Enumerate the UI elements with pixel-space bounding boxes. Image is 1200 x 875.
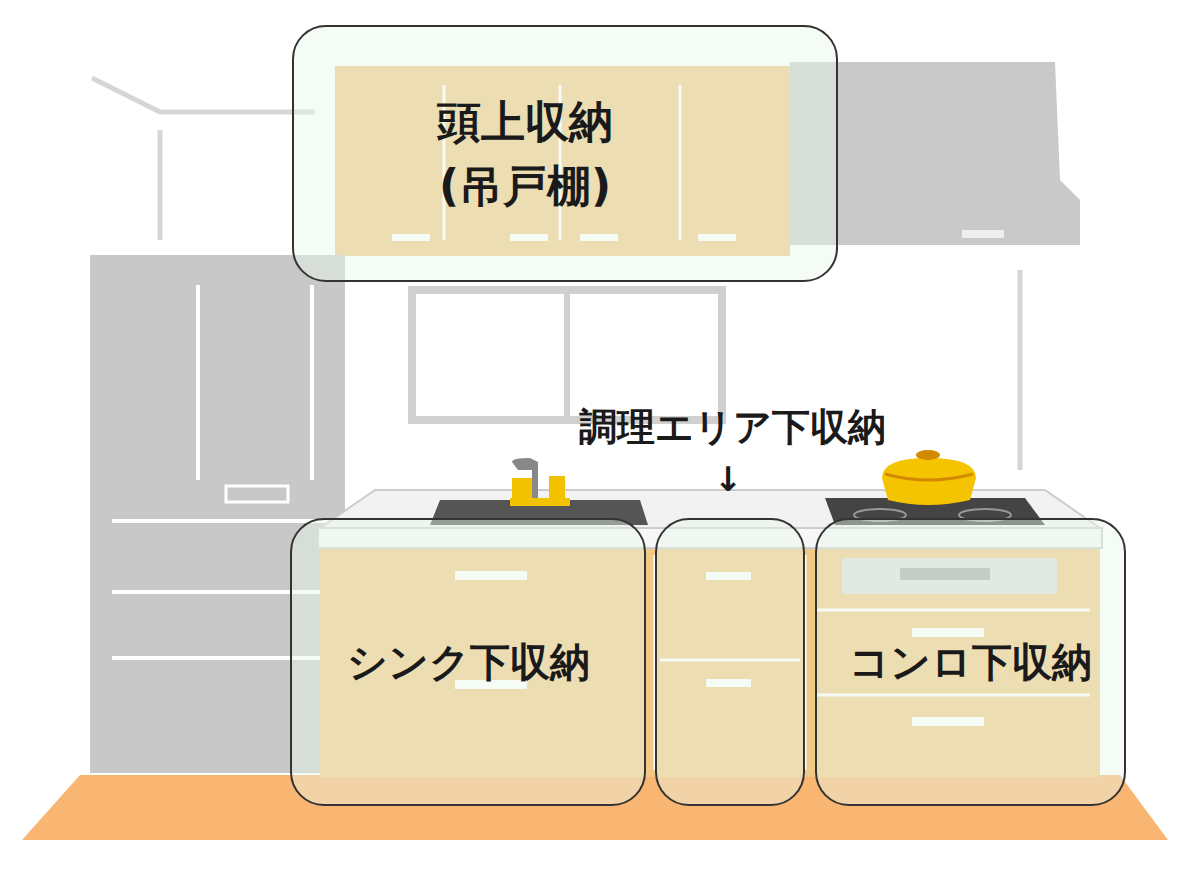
region-label: コンロ下収納	[849, 635, 1092, 689]
region-heading: 調理エリア下収納	[579, 402, 886, 453]
storage-region: 調理エリア下収納	[655, 518, 805, 806]
storage-region: 頭上収納 (吊戸棚)	[292, 25, 838, 282]
region-label: シンク下収納	[347, 635, 590, 689]
storage-region: コンロ下収納	[815, 518, 1126, 806]
storage-region: シンク下収納	[290, 518, 646, 806]
region-label: 頭上収納 (吊戸棚)	[415, 90, 635, 218]
pointer-arrow: ↓	[714, 462, 743, 496]
